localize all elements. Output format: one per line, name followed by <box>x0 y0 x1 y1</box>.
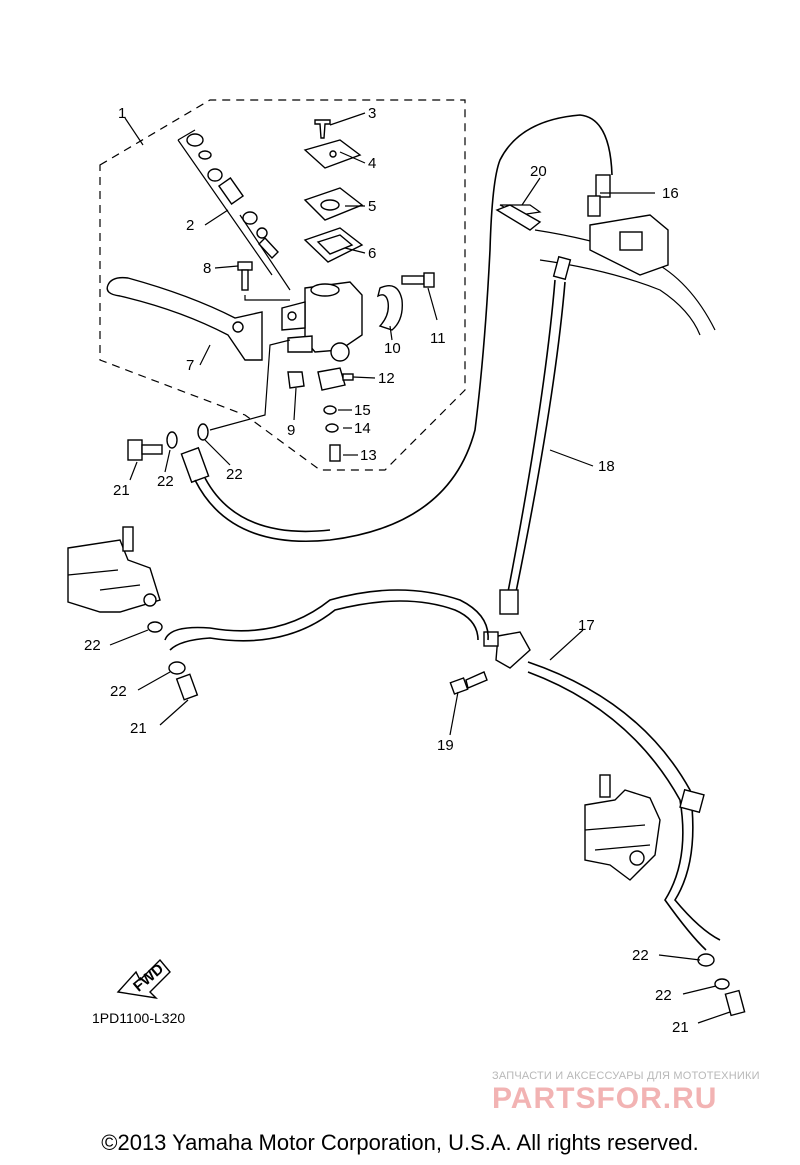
bolt-11 <box>401 272 435 288</box>
callout-21-top: 21 <box>113 482 130 499</box>
callout-21-left: 21 <box>130 720 147 737</box>
callout-labels: 1 2 3 4 5 6 7 8 9 10 11 12 13 14 15 16 1… <box>84 105 689 1036</box>
callout-8: 8 <box>203 260 211 277</box>
callout-20: 20 <box>530 163 547 180</box>
upper-brake-hose <box>180 114 613 542</box>
right-brake-caliper <box>584 774 746 1017</box>
right-brake-hose <box>527 661 721 951</box>
callout-3: 3 <box>368 105 376 122</box>
left-brake-caliper <box>67 526 199 701</box>
callout-22-right-a: 22 <box>632 947 649 964</box>
callout-6: 6 <box>368 245 376 262</box>
callout-22-right-b: 22 <box>655 987 672 1004</box>
bolt-8 <box>237 261 290 301</box>
callout-22-left-a: 22 <box>84 637 101 654</box>
callout-15: 15 <box>354 402 371 419</box>
callout-12: 12 <box>378 370 395 387</box>
brake-switch <box>287 367 354 462</box>
callout-5: 5 <box>368 198 376 215</box>
brake-lever <box>106 276 263 361</box>
callout-2: 2 <box>186 217 194 234</box>
callout-1: 1 <box>118 105 126 122</box>
callout-19: 19 <box>437 737 454 754</box>
bolt-19 <box>449 671 488 695</box>
copyright-notice: ©2013 Yamaha Motor Corporation, U.S.A. A… <box>101 1130 699 1155</box>
handlebar <box>499 204 716 336</box>
callout-9: 9 <box>287 422 295 439</box>
callout-22-left-b: 22 <box>110 683 127 700</box>
callout-7: 7 <box>186 357 194 374</box>
callout-10: 10 <box>384 340 401 357</box>
three-way-joint <box>483 631 531 669</box>
callout-21-right: 21 <box>672 1019 689 1036</box>
callout-11: 11 <box>430 330 446 347</box>
callout-22-top-b: 22 <box>226 466 243 483</box>
union-bolt-top <box>127 339 291 461</box>
callout-16: 16 <box>662 185 679 202</box>
fwd-arrow: FWD <box>116 958 171 1000</box>
assembly-boundary <box>99 99 466 471</box>
callout-17: 17 <box>578 617 595 634</box>
watermark-logo: PARTSFOR.RU <box>492 1082 718 1115</box>
reservoir-cap-parts <box>303 119 364 263</box>
leader-lines <box>109 112 731 1024</box>
hose-fitting-16 <box>587 174 611 217</box>
callout-22-top-a: 22 <box>157 473 174 490</box>
diagram-part-code: 1PD1100-L320 <box>92 1010 186 1026</box>
hose-clamp <box>495 204 542 231</box>
callout-14: 14 <box>354 420 371 437</box>
piston-kit <box>177 129 291 291</box>
callout-18: 18 <box>598 458 615 475</box>
callout-13: 13 <box>360 447 377 464</box>
callout-4: 4 <box>368 155 376 172</box>
watermark-tagline: ЗАПЧАСТИ И АКСЕССУАРЫ ДЛЯ МОТОТЕХНИКИ <box>492 1070 760 1082</box>
master-cylinder <box>281 281 363 362</box>
left-brake-hose <box>164 589 489 651</box>
holder-10 <box>376 285 403 331</box>
brake-hose-18 <box>499 255 572 615</box>
